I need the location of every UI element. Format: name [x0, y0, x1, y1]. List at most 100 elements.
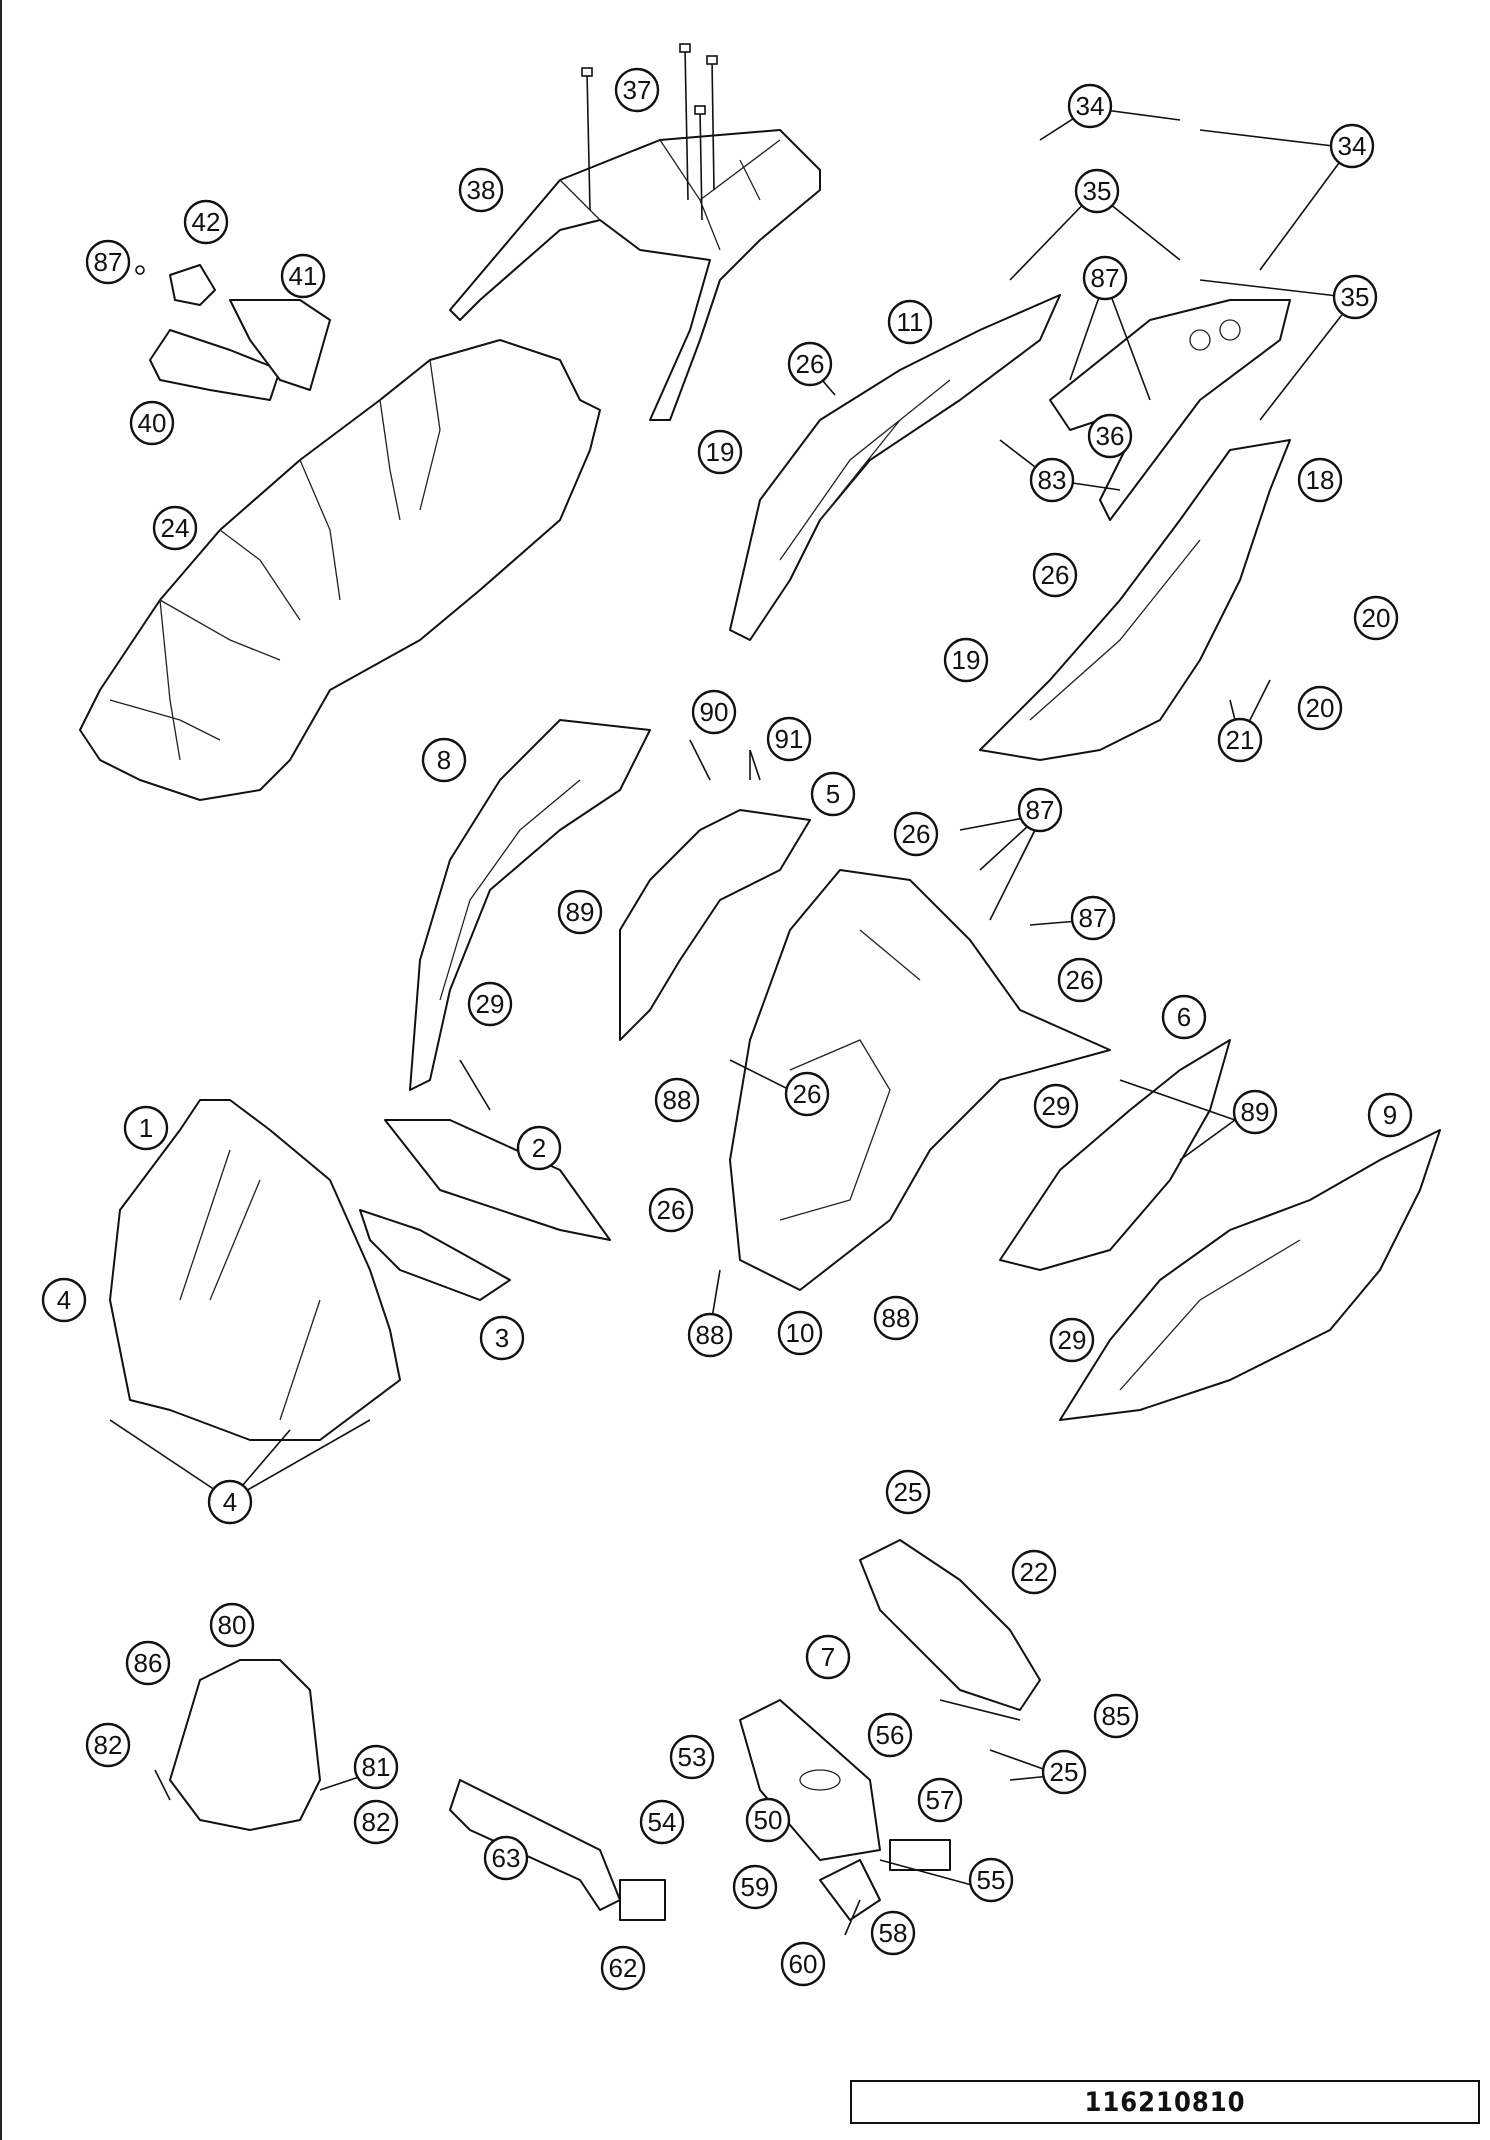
label-10: 10	[777, 1310, 823, 1356]
part-3-trim	[359, 1209, 511, 1301]
svg-text:89: 89	[566, 897, 595, 927]
label-57: 57	[917, 1777, 963, 1823]
svg-text:87: 87	[94, 247, 123, 277]
part-63-bracket	[449, 1779, 621, 1911]
part-11-side-panel	[729, 294, 1061, 641]
label-82-b: 82	[353, 1799, 399, 1845]
label-34-a: 34	[1067, 83, 1113, 129]
svg-text:26: 26	[793, 1079, 822, 1109]
label-87-b: 87	[1082, 255, 1128, 301]
label-26-a: 26	[787, 341, 833, 387]
label-8: 8	[421, 737, 467, 783]
label-85: 85	[1093, 1693, 1139, 1739]
label-25-b: 25	[1041, 1749, 1087, 1795]
svg-text:40: 40	[138, 408, 167, 438]
svg-text:80: 80	[218, 1610, 247, 1640]
label-26-c: 26	[893, 811, 939, 857]
svg-text:26: 26	[1041, 560, 1070, 590]
svg-text:56: 56	[876, 1720, 905, 1750]
label-54: 54	[639, 1799, 685, 1845]
svg-text:53: 53	[678, 1742, 707, 1772]
label-62: 62	[600, 1945, 646, 1991]
svg-text:29: 29	[476, 989, 505, 1019]
label-88-c: 88	[873, 1295, 919, 1341]
svg-text:25: 25	[1050, 1757, 1079, 1787]
part-2-trim	[384, 1119, 611, 1241]
part-42-bracket	[169, 264, 216, 306]
label-19-a: 19	[697, 429, 743, 475]
label-56: 56	[867, 1712, 913, 1758]
label-91: 91	[766, 716, 812, 762]
svg-text:34: 34	[1338, 131, 1367, 161]
svg-text:50: 50	[754, 1805, 783, 1835]
svg-text:41: 41	[289, 261, 318, 291]
label-20-b: 20	[1297, 685, 1343, 731]
svg-text:82: 82	[94, 1730, 123, 1760]
svg-text:36: 36	[1096, 421, 1125, 451]
svg-text:89: 89	[1241, 1097, 1270, 1127]
label-80: 80	[209, 1602, 255, 1648]
svg-text:62: 62	[609, 1953, 638, 1983]
part-50-plate-base	[739, 1699, 881, 1861]
part-10-front-fairing	[729, 869, 1111, 1291]
label-29-c: 29	[1049, 1317, 1095, 1363]
label-9: 9	[1367, 1092, 1413, 1138]
label-59: 59	[732, 1864, 778, 1910]
label-1: 1	[123, 1105, 169, 1151]
svg-text:19: 19	[706, 437, 735, 467]
svg-text:7: 7	[821, 1642, 835, 1672]
part-24-rear-fender	[79, 339, 601, 801]
label-40: 40	[129, 400, 175, 446]
svg-text:29: 29	[1058, 1325, 1087, 1355]
svg-text:1: 1	[139, 1113, 153, 1143]
part-1-windscreen	[109, 1099, 401, 1441]
label-87: 87	[85, 239, 131, 285]
svg-text:11: 11	[897, 307, 924, 337]
svg-text:26: 26	[902, 819, 931, 849]
label-82-a: 82	[85, 1722, 131, 1768]
svg-text:42: 42	[192, 207, 221, 237]
label-42: 42	[183, 199, 229, 245]
part-58-small-plate	[819, 1859, 881, 1921]
svg-text:21: 21	[1226, 725, 1255, 755]
label-35-a: 35	[1074, 168, 1120, 214]
svg-text:87: 87	[1026, 795, 1055, 825]
svg-text:22: 22	[1020, 1557, 1049, 1587]
svg-text:35: 35	[1083, 176, 1112, 206]
label-26-b: 26	[1032, 552, 1078, 598]
label-53: 53	[669, 1734, 715, 1780]
part-41-bracket	[229, 299, 331, 391]
label-88-b: 88	[687, 1312, 733, 1358]
svg-text:6: 6	[1177, 1002, 1191, 1032]
label-11: 11	[887, 299, 933, 345]
svg-text:59: 59	[741, 1872, 770, 1902]
label-25-a: 25	[885, 1469, 931, 1515]
svg-text:20: 20	[1306, 693, 1335, 723]
svg-text:4: 4	[57, 1285, 71, 1315]
part-62-pad	[619, 1879, 666, 1921]
svg-text:60: 60	[789, 1949, 818, 1979]
svg-text:3: 3	[495, 1323, 509, 1353]
label-4-a: 4	[41, 1277, 87, 1323]
label-20-a: 20	[1353, 595, 1399, 641]
label-5: 5	[810, 771, 856, 817]
label-86: 86	[125, 1640, 171, 1686]
label-89-a: 89	[557, 889, 603, 935]
label-87-c: 87	[1017, 787, 1063, 833]
label-26-f: 26	[648, 1187, 694, 1233]
label-26-d: 26	[1057, 957, 1103, 1003]
svg-text:18: 18	[1306, 465, 1335, 495]
label-58: 58	[870, 1910, 916, 1956]
part-5-inner-panel	[619, 809, 811, 1041]
svg-text:8: 8	[437, 745, 451, 775]
label-55: 55	[968, 1857, 1014, 1903]
svg-text:83: 83	[1038, 465, 1067, 495]
svg-text:24: 24	[161, 513, 190, 543]
label-36: 36	[1087, 413, 1133, 459]
part-40-bracket	[149, 329, 281, 401]
label-37: 37	[614, 67, 660, 113]
svg-text:82: 82	[362, 1807, 391, 1837]
label-2: 2	[516, 1125, 562, 1171]
part-6-side-panel	[999, 1039, 1231, 1271]
